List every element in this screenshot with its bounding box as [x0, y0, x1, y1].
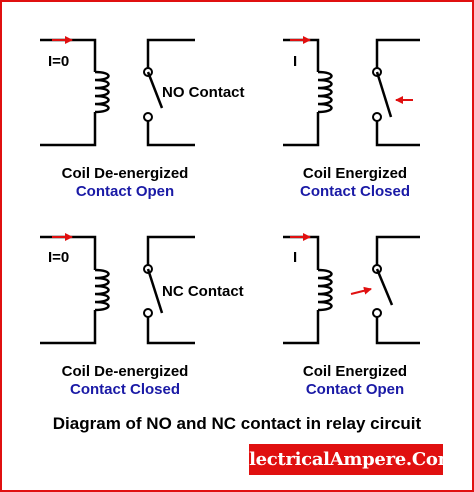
brand-background	[249, 444, 443, 475]
attraction-arrow-icon	[350, 286, 372, 295]
panel-2-state: Coil Energized	[302, 165, 408, 182]
panel-4-state: Coil Energized	[302, 363, 408, 380]
coil-wire	[283, 235, 320, 345]
contact-blade-open	[375, 268, 394, 306]
coil-icon	[317, 70, 333, 114]
current-label: I=0	[48, 249, 69, 266]
panel-3-contact-state: Contact Closed	[69, 381, 180, 398]
panel-3-nc-closed: I=0 NC Contact	[40, 233, 244, 345]
panel-4-contact-state: Contact Open	[305, 381, 405, 398]
diagram-title: Diagram of NO and NC contact in relay ci…	[52, 414, 422, 433]
contact-terminal-bottom	[143, 112, 153, 122]
contact-terminal-bottom	[372, 112, 382, 122]
contact-wire	[146, 235, 195, 345]
panel-1-state: Coil De-energized	[61, 165, 189, 182]
current-label: I	[293, 249, 297, 266]
coil-icon	[94, 268, 110, 312]
contact-blade-open	[146, 71, 164, 109]
panel-1-no-open: I=0 NO Contact	[40, 36, 245, 147]
current-label: I=0	[48, 53, 69, 70]
contact-terminal-bottom	[143, 308, 153, 318]
contact-blade-closed	[375, 71, 393, 118]
coil-icon	[317, 268, 333, 312]
contact-terminal-bottom	[372, 308, 382, 318]
contact-wire	[375, 235, 420, 345]
coil-wire	[283, 38, 320, 147]
panel-2-contact-state: Contact Closed	[299, 183, 410, 200]
brand-label: ElectricalAmpere.Com	[235, 449, 457, 470]
contact-label: NC Contact	[162, 283, 244, 300]
panel-4-nc-open: I	[283, 233, 420, 345]
contact-wire	[375, 38, 420, 147]
panel-3-state: Coil De-energized	[61, 363, 189, 380]
contact-wire	[146, 38, 195, 147]
contact-blade-closed	[146, 268, 164, 314]
panel-1-contact-state: Contact Open	[75, 183, 175, 200]
current-label: I	[293, 53, 297, 70]
panel-2-no-closed: I	[283, 36, 420, 147]
contact-label: NO Contact	[162, 84, 245, 101]
coil-icon	[94, 70, 110, 114]
